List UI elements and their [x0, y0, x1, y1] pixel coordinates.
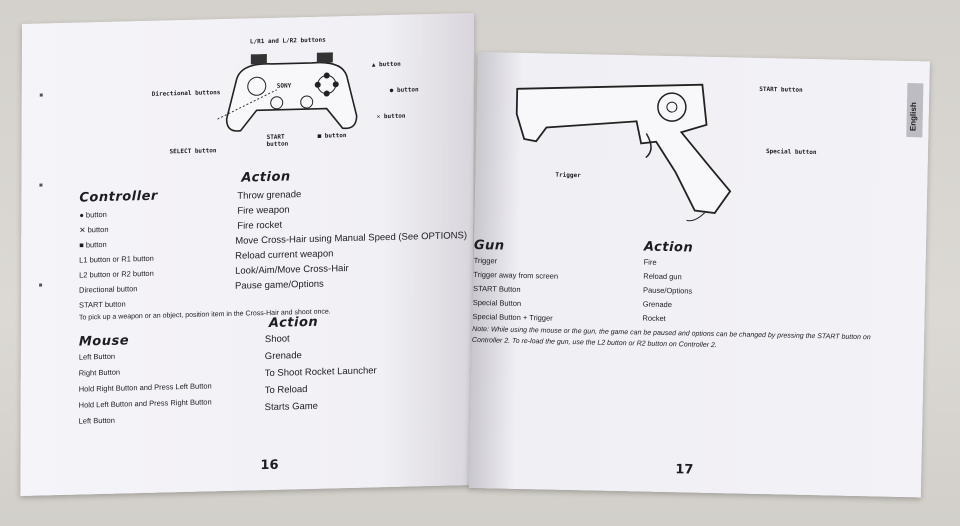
controller-header: Controller: [79, 188, 158, 206]
callout-cross: ✕ button: [376, 112, 406, 121]
table-row-action: Reload current weapon: [235, 248, 334, 262]
table-row-action: Pause/Options: [642, 285, 693, 296]
table-row-action: To Shoot Rocket Launcher: [264, 365, 377, 380]
callout-start-button: START button: [759, 85, 803, 94]
table-row-action: Grenade: [642, 299, 673, 310]
callout-square: ■ button: [317, 132, 347, 140]
callout-special-button: Special button: [765, 148, 817, 157]
table-row-control: START Button: [472, 283, 521, 294]
table-row-control: L1 button or R1 button: [79, 253, 154, 265]
callout-directional: Directional buttons: [151, 89, 221, 98]
manual-page-left: L/R1 and L/R2 buttons Directional button…: [20, 12, 474, 497]
table-row-control: L2 button or R2 button: [79, 268, 154, 280]
table-row-action: Look/Aim/Move Cross-Hair: [235, 263, 349, 277]
margin-mark: [39, 93, 43, 97]
gun-action-header: Action: [643, 239, 694, 256]
table-row-control: Special Button: [472, 297, 522, 308]
table-row-action: Reload gun: [643, 271, 682, 282]
table-row-action: Fire: [643, 257, 657, 267]
table-row-action: Shoot: [264, 333, 290, 346]
callout-sony: SONY: [276, 82, 292, 90]
callout-circle: ● button: [389, 86, 419, 95]
table-row-action: Move Cross-Hair using Manual Speed (See …: [235, 230, 468, 247]
table-row-action: Grenade: [264, 350, 302, 363]
table-row-action: Throw grenade: [237, 189, 302, 202]
table-row-action: Pause game/Options: [235, 278, 324, 292]
callout-triangle: ▲ button: [371, 60, 401, 69]
action-header: Action: [241, 169, 291, 186]
table-row-control: Directional button: [79, 284, 138, 295]
table-row-action: Rocket: [642, 313, 666, 323]
margin-mark: [39, 183, 43, 187]
table-row-action: Fire weapon: [237, 204, 290, 217]
table-row-control: Trigger: [473, 255, 498, 266]
margin-mark: [39, 283, 43, 287]
table-row-action: To Reload: [264, 384, 308, 397]
mouse-action-header: Action: [268, 314, 319, 331]
table-row-control: Left Button: [78, 415, 115, 426]
table-row-control: ✕ button: [79, 224, 109, 235]
page-number-left: 16: [260, 457, 279, 474]
callout-select: SELECT button: [169, 147, 217, 156]
table-row-control: Special Button + Trigger: [472, 311, 553, 323]
manual-page-right: English START button Special button Trig…: [468, 52, 930, 498]
page-number-right: 17: [675, 462, 694, 478]
table-row-control: START button: [78, 299, 126, 310]
table-row-control: Trigger away from screen: [473, 269, 559, 281]
table-row-control: ● button: [79, 209, 107, 220]
callout-start: START button: [266, 133, 289, 149]
controller-illustration: [216, 52, 358, 132]
gun-note: Note: While using the mouse or the gun, …: [471, 325, 871, 350]
table-row-action: Starts Game: [264, 400, 318, 414]
table-row-control: Right Button: [78, 367, 121, 378]
callout-l-buttons: L/R1 and L/R2 buttons: [249, 36, 326, 46]
gun-header: Gun: [473, 237, 505, 254]
table-row-control: Left Button: [78, 351, 116, 362]
table-row-control: ■ button: [79, 239, 107, 250]
light-gun-illustration: [515, 83, 732, 222]
language-tab: English: [906, 83, 924, 138]
mouse-header: Mouse: [78, 333, 130, 350]
table-row-action: Fire rocket: [237, 219, 283, 232]
table-row-control: Hold Left Button and Press Right Button: [78, 397, 212, 410]
table-row-control: Hold Right Button and Press Left Button: [78, 381, 212, 394]
callout-trigger: Trigger: [555, 171, 581, 180]
